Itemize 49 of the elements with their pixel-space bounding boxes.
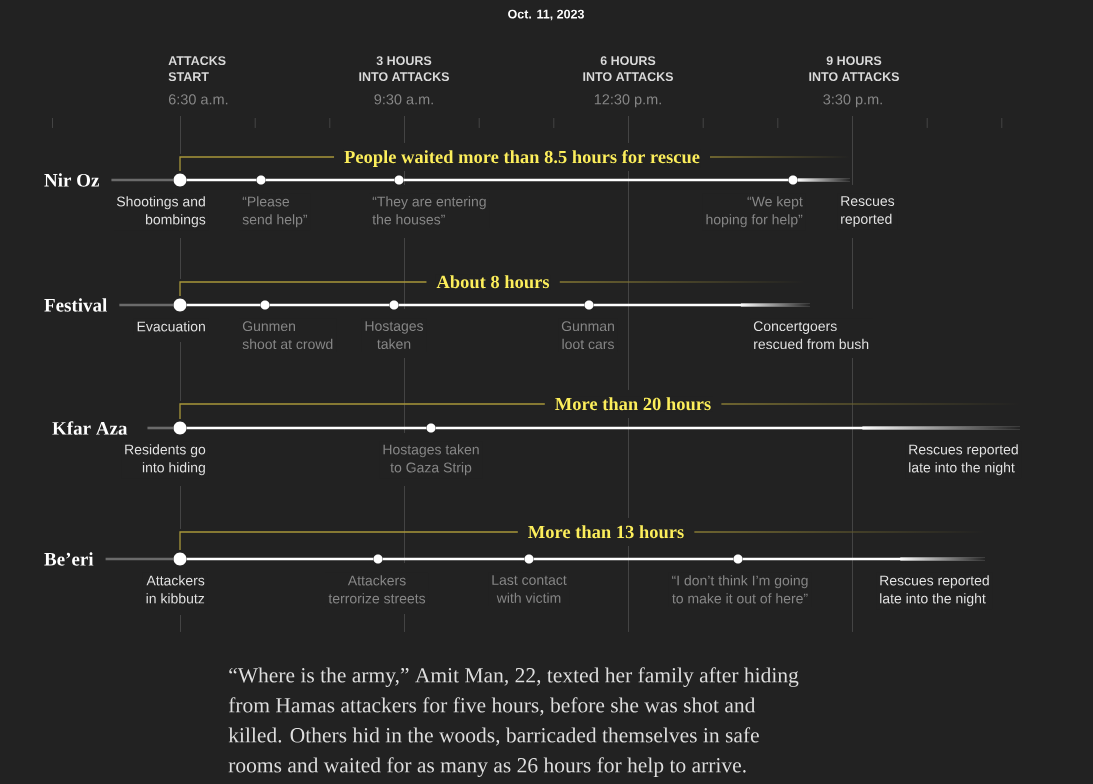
duration-label: More than 13 hours <box>526 524 686 540</box>
timeline-line <box>382 557 525 561</box>
time-label: 6:30 a.m. <box>168 94 228 105</box>
time-label: 12:30 p.m. <box>594 94 661 108</box>
event-label: Gunman loot cars <box>558 318 618 353</box>
duration-label: More than 20 hours <box>553 396 713 412</box>
date-label: Oct. 11, 2023 <box>508 9 584 21</box>
row-label: Festival <box>44 298 107 312</box>
timeline-line <box>111 178 174 182</box>
column-header: 6 HOURS INTO ATTACKS <box>583 56 673 82</box>
paragraph: “Where is the army,” Amit Man, 22, texted her family after hiding from Hamas attackers for five hours, before she was shot and killed. Others hid in the woods, barricaded themselves in safe rooms and waited for as many as 26 hours for help to arrive. <box>228 667 799 777</box>
event-label: Attackers in kibbutz <box>142 572 208 607</box>
duration-label: About 8 hours <box>435 274 551 290</box>
event-label: Concertgoers rescued from bush <box>750 318 873 353</box>
event-label: “We kept hoping for help” <box>702 193 806 231</box>
time-label: 9:30 a.m. <box>374 94 433 105</box>
timeline-line <box>105 557 174 561</box>
timeline-line <box>186 178 257 182</box>
column-header: 9 HOURS INTO ATTACKS <box>809 56 899 82</box>
timeline-line <box>403 178 789 182</box>
event-label: Evacuation <box>133 318 209 335</box>
event-label: Gunmen shoot at crowd <box>239 318 337 353</box>
time-label: 3:30 p.m. <box>823 94 882 108</box>
timeline-line <box>265 178 395 182</box>
event-label: Attackers terrorize streets <box>325 572 429 607</box>
row-label: Nir Oz <box>44 173 99 187</box>
event-label: Rescues reported late into the night <box>905 441 1022 479</box>
timeline-line <box>186 303 261 307</box>
timeline-line <box>186 426 427 430</box>
event-label: Rescues reported late into the night <box>876 572 993 610</box>
event-label: Rescues reported <box>837 193 898 230</box>
column-header: ATTACKS START <box>168 56 226 82</box>
timeline-line <box>186 557 374 561</box>
event-label: “They are entering the houses” <box>369 193 490 228</box>
event-label: Last contact with victim <box>488 572 570 606</box>
timeline-line <box>533 557 734 561</box>
timeline-line <box>119 303 174 307</box>
event-label: Shootings and bombings <box>113 193 209 231</box>
event-label: Hostages taken to Gaza Strip <box>379 441 483 479</box>
row-label: Be’eri <box>44 552 94 566</box>
timeline-line <box>269 303 390 307</box>
timeline-line <box>398 303 585 307</box>
event-label: Hostages taken <box>361 318 427 352</box>
timeline-line <box>147 426 174 430</box>
event-label: Residents go into hiding <box>121 441 209 479</box>
event-label: “Please send help” <box>239 193 311 231</box>
column-header: 3 HOURS INTO ATTACKS <box>359 56 449 82</box>
event-label: “I don’t think I’m going to make it out of here” <box>668 572 812 607</box>
row-label: Kfar Aza <box>52 421 128 435</box>
